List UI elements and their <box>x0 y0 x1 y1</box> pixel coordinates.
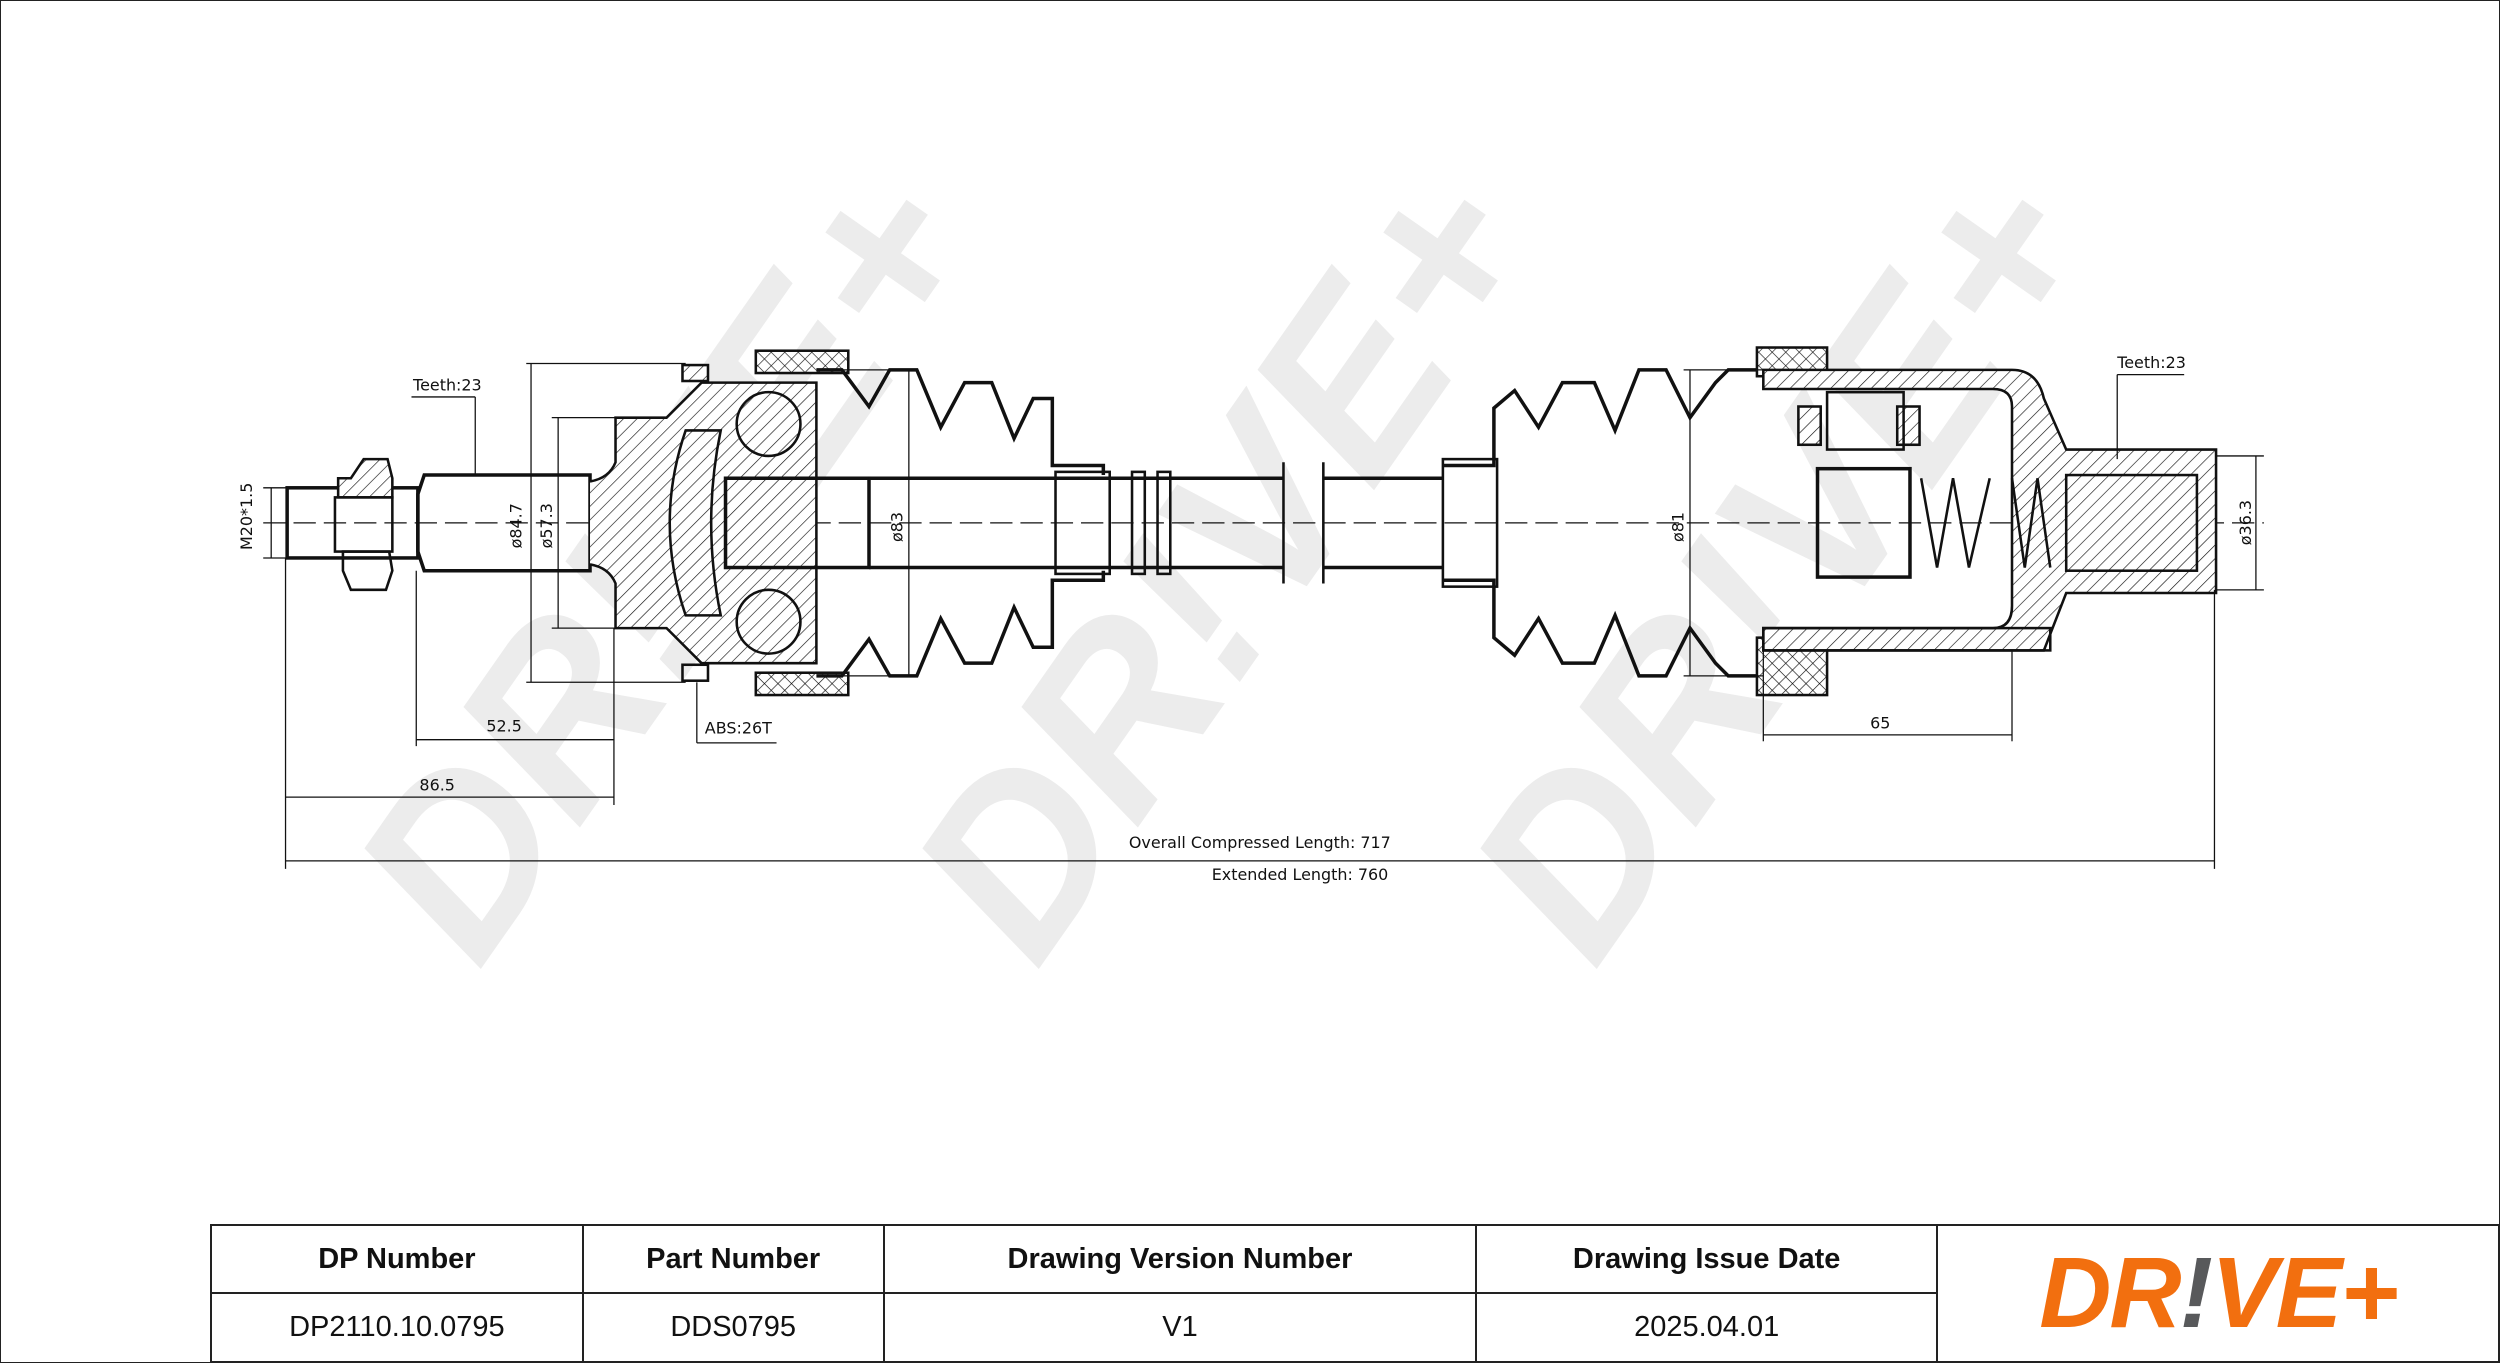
outer-diameter-1: ø84.7 <box>506 503 525 548</box>
teeth-outer-label: Teeth:23 <box>412 376 482 395</box>
header-drawing-version: Drawing Version Number <box>882 1224 1478 1294</box>
logo-suffix: VE+ <box>2210 1237 2399 1349</box>
thread-dimension: M20*1.5 <box>237 483 256 550</box>
teeth-inner-label: Teeth:23 <box>2116 353 2186 372</box>
brand-logo: DR!VE+ <box>1936 1224 2500 1363</box>
header-part-number: Part Number <box>581 1224 885 1294</box>
value-drawing-version: V1 <box>882 1292 1478 1363</box>
logo-prefix: DR <box>2039 1237 2181 1349</box>
value-issue-date: 2025.04.01 <box>1475 1292 1938 1363</box>
outer-joint <box>285 349 871 697</box>
length-65: 65 <box>1870 714 1890 733</box>
header-issue-date: Drawing Issue Date <box>1475 1224 1938 1294</box>
inner-stub-diameter: ø36.3 <box>2236 500 2255 545</box>
title-block: DP Number Part Number Drawing Version Nu… <box>210 1224 2500 1363</box>
abs-label: ABS:26T <box>705 718 772 737</box>
value-part-number: DDS0795 <box>581 1292 885 1363</box>
inner-boot <box>1441 368 1764 678</box>
header-dp-number: DP Number <box>210 1224 584 1294</box>
outer-diameter-2: ø57.3 <box>537 503 556 548</box>
inner-joint <box>1755 346 2218 697</box>
length-52-5: 52.5 <box>486 717 522 736</box>
length-86-5: 86.5 <box>419 776 455 795</box>
inner-boot-diameter: ø81 <box>1669 512 1688 542</box>
dimension-lines <box>263 362 2264 869</box>
extended-length: Extended Length: 760 <box>1212 865 1389 884</box>
outer-boot-diameter: ø83 <box>887 512 906 542</box>
value-dp-number: DP2110.10.0795 <box>210 1292 584 1363</box>
overall-compressed-length: Overall Compressed Length: 717 <box>1129 833 1391 852</box>
shaft <box>868 462 1443 584</box>
logo-bang: ! <box>2179 1237 2213 1349</box>
outer-boot <box>816 368 1106 678</box>
